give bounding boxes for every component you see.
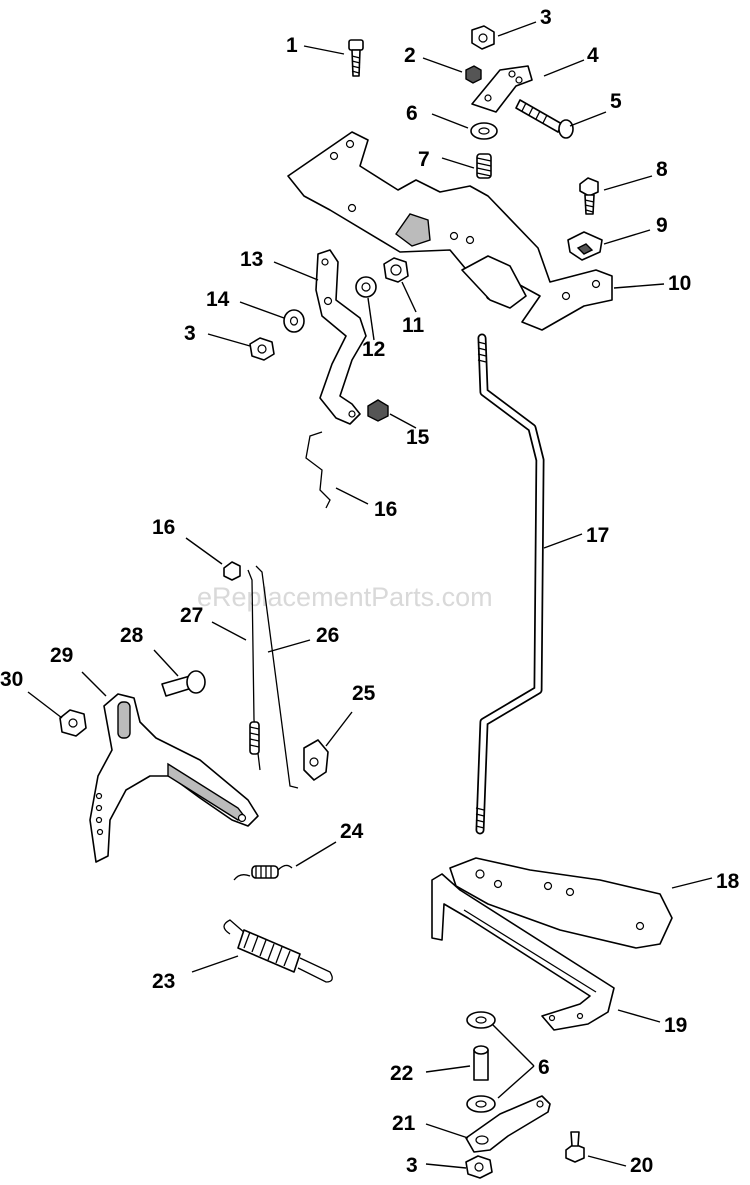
- part-14-washer: [283, 309, 305, 333]
- part-27-spring-rod: [247, 569, 261, 771]
- callout-labels: 1 2 3 4 5 6 7 8 9 10 11 12 13 14 3 15 16…: [0, 6, 740, 1177]
- callout-27: 27: [180, 604, 203, 627]
- callout-9: 9: [656, 214, 668, 237]
- callout-22: 22: [390, 1062, 413, 1085]
- callout-12: 12: [362, 338, 385, 361]
- callout-25: 25: [352, 682, 376, 705]
- callout-3-bottom: 3: [406, 1154, 418, 1177]
- part-16-nut-lower: [223, 561, 241, 581]
- part-11-bushing: [383, 257, 409, 283]
- part-6-washer-bottom-lower: [466, 1095, 496, 1113]
- callout-5: 5: [610, 90, 622, 113]
- part-8-screw: [579, 177, 599, 215]
- callout-23: 23: [152, 970, 175, 993]
- part-1-screw: [348, 39, 364, 77]
- part-26-rod: [255, 565, 299, 789]
- callout-14: 14: [206, 288, 230, 311]
- part-23-spring: [223, 919, 333, 983]
- callout-1: 1: [286, 34, 298, 57]
- callout-10: 10: [668, 272, 691, 295]
- part-6-washer-top: [470, 122, 498, 140]
- part-3-nut-bottom: [465, 1155, 493, 1179]
- callout-3-top: 3: [540, 6, 552, 29]
- part-20-screw: [565, 1131, 585, 1163]
- part-10-main-bracket: [287, 131, 613, 331]
- part-24-spring: [233, 864, 293, 881]
- part-25-clip: [303, 739, 329, 781]
- callout-20: 20: [630, 1154, 653, 1177]
- callout-19: 19: [664, 1014, 687, 1037]
- part-13-lever: [315, 249, 367, 425]
- callout-26: 26: [316, 624, 339, 647]
- callout-15: 15: [406, 426, 430, 449]
- callout-24: 24: [340, 820, 364, 843]
- part-5-bolt: [515, 99, 574, 139]
- callout-16-lower: 16: [152, 516, 175, 539]
- part-28-shoulder-bolt: [161, 670, 206, 697]
- part-4-bracket: [471, 65, 533, 113]
- part-30-nut: [59, 709, 87, 737]
- part-12-spacer: [355, 276, 377, 298]
- callout-28: 28: [120, 624, 144, 647]
- callout-11: 11: [402, 314, 425, 337]
- callout-16-upper: 16: [374, 498, 397, 521]
- callout-13: 13: [240, 248, 263, 271]
- callout-8: 8: [656, 158, 668, 181]
- part-9-clip: [567, 231, 603, 261]
- part-19-bracket: [431, 873, 615, 1031]
- callout-6-bottom: 6: [538, 1056, 550, 1079]
- callout-2: 2: [404, 44, 416, 67]
- part-17-rod: [475, 333, 545, 835]
- part-16-wire-link: [305, 431, 331, 509]
- part-7-spring: [476, 153, 492, 179]
- callout-18: 18: [716, 870, 740, 893]
- watermark-text: eReplacementParts.com: [197, 582, 493, 612]
- callout-30: 30: [0, 668, 23, 691]
- part-3-nut-top: [471, 25, 495, 50]
- callout-7: 7: [418, 148, 430, 171]
- part-15-nut: [367, 399, 389, 422]
- callout-17: 17: [586, 524, 609, 547]
- callout-29: 29: [50, 644, 73, 667]
- part-29-throttle-lever: [89, 693, 259, 863]
- leader-lines: [27, 21, 713, 1169]
- callout-21: 21: [392, 1112, 416, 1135]
- part-2-nut: [465, 65, 482, 84]
- part-6-washer-bottom-upper: [466, 1011, 496, 1029]
- part-22-spacer: [473, 1045, 489, 1081]
- part-18-plate: [449, 857, 673, 949]
- callout-3-mid: 3: [184, 322, 196, 345]
- callout-6-top: 6: [406, 102, 418, 125]
- part-3-nut-mid: [249, 337, 275, 361]
- callout-4: 4: [587, 44, 599, 67]
- part-21-lever-arm: [465, 1095, 551, 1153]
